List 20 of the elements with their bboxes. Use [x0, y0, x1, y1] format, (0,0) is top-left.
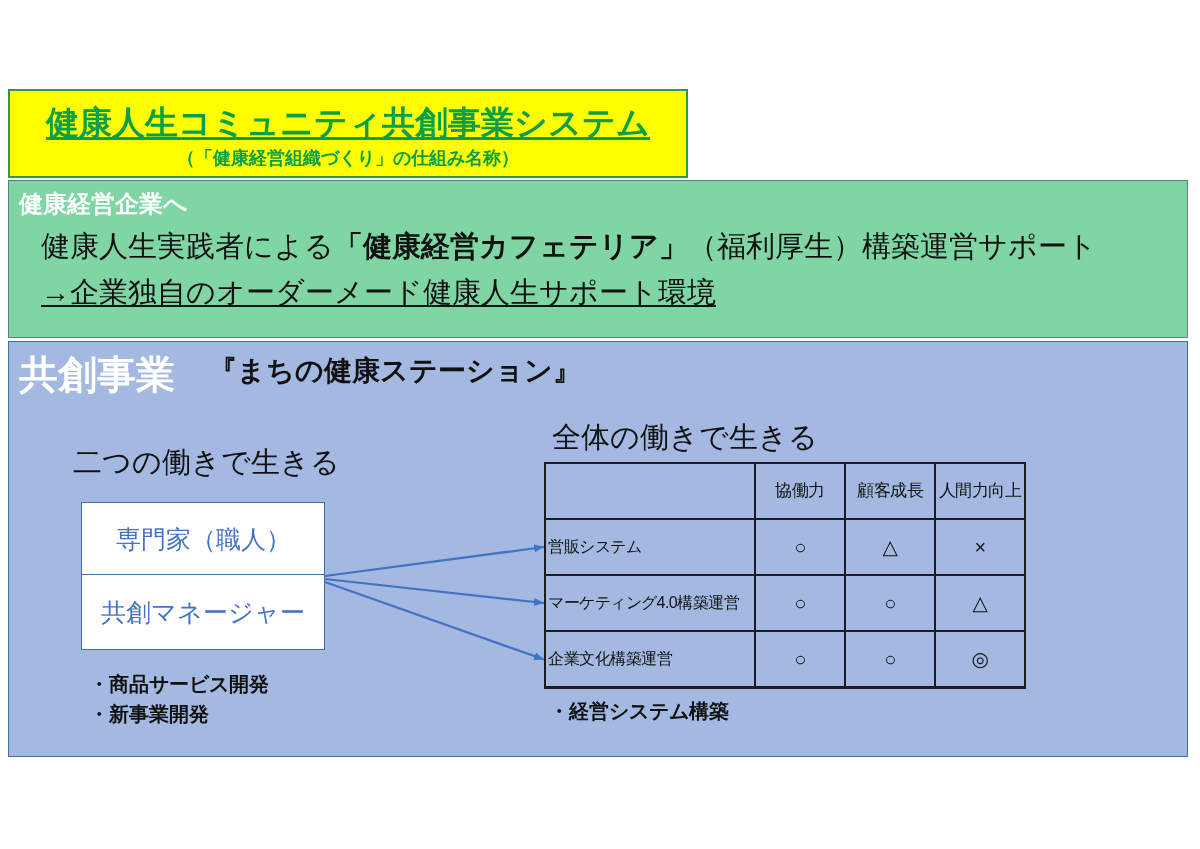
bullet-item: ・経営システム構築 — [549, 699, 729, 723]
title-text: 健康人生コミュニティ共創事業システム — [46, 103, 650, 143]
column-header: 人間力向上 — [934, 462, 1026, 520]
arrow — [324, 544, 545, 578]
arrow — [324, 577, 545, 606]
section-heading: 二つの働きで生きる — [73, 445, 340, 480]
subtitle-text: 『まちの健康ステーション』 — [209, 354, 581, 388]
body-text: →企業独自のオーダーメード健康人生サポート環境 — [41, 275, 716, 310]
section-heading: 全体の働きで生きる — [552, 420, 818, 455]
body-text: 健康人生実践者による「健康経営カフェテリア」（福利厚生）構築運営サポート — [41, 229, 1097, 264]
row-header: 企業文化構築運営 — [544, 630, 756, 689]
role-box: 専門家（職人） — [81, 502, 325, 576]
subtitle-text: （「健康経営組織づくり」の仕組み名称） — [177, 148, 519, 170]
arrow — [324, 580, 545, 661]
bullet-item: ・新事業開発 — [89, 702, 209, 726]
panel-heading: 健康経営企業へ — [19, 190, 188, 219]
role-box: 共創マネージャー — [81, 574, 325, 650]
table-cell: ◎ — [934, 630, 1026, 689]
bullet-item: ・商品サービス開発 — [89, 672, 269, 696]
panel-heading: 共創事業 — [19, 352, 175, 398]
